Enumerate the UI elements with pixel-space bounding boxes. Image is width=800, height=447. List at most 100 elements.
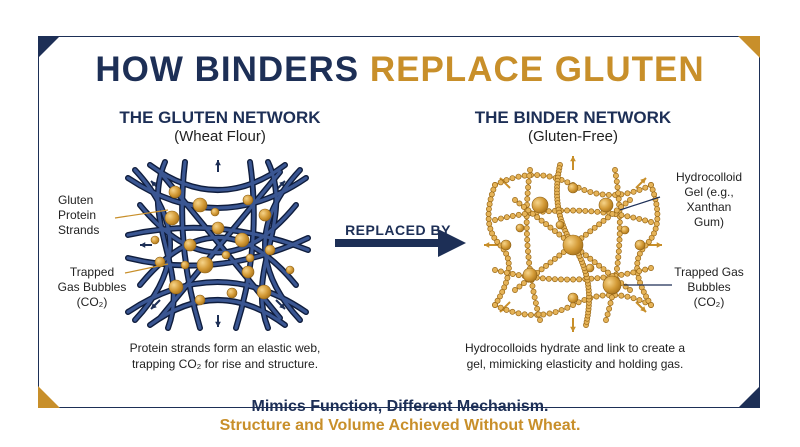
hydrocolloid-bead: [487, 196, 494, 203]
hydrocolloid-bead: [497, 268, 504, 275]
hydrocolloid-bead: [591, 224, 598, 231]
hydrocolloid-bead: [570, 276, 577, 283]
hydrocolloid-bead: [570, 207, 577, 214]
hydrocolloid-bead: [538, 266, 545, 273]
hydrocolloid-bead: [545, 208, 552, 215]
hydrocolloid-bead: [485, 206, 492, 212]
hydrocolloid-bead: [616, 242, 623, 249]
hydrocolloid-bead: [521, 311, 528, 318]
hydrocolloid-bead: [593, 190, 600, 197]
leader-line-bubbles: [124, 263, 169, 274]
hydrocolloid-bead: [509, 308, 516, 315]
hydrocolloid-bead: [604, 269, 611, 276]
hydrocolloid-bead: [525, 248, 531, 255]
hydrocolloid-bead: [636, 215, 643, 222]
hydrocolloid-bead: [596, 262, 603, 269]
hydrocolloid-bead: [520, 203, 527, 210]
gluten-protein-strand: [126, 236, 310, 268]
expand-arrowhead-icon: [484, 242, 490, 248]
hydrocolloid-bead: [600, 217, 607, 224]
gluten-strands-label: Gluten Protein Strands: [58, 193, 100, 237]
hydrocolloid-bead: [654, 216, 661, 222]
hydrocolloid-bead: [515, 173, 522, 180]
hydrocolloid-bead: [603, 317, 609, 323]
page-title: HOW BINDERS REPLACE GLUTEN: [0, 50, 800, 90]
hydrocolloid-bead: [635, 275, 642, 281]
hydrocolloid-bead: [591, 259, 598, 266]
hydrocolloid-bead: [532, 300, 539, 306]
hydrocolloid-bead: [599, 292, 606, 299]
hydrocolloid-bead: [537, 317, 543, 323]
hydrocolloid-bead: [486, 220, 493, 227]
hydrocolloid-bead: [587, 255, 594, 262]
hydrocolloid-bead: [526, 259, 533, 266]
hydrocolloid-bead: [534, 172, 541, 178]
gluten-network-heading: THE GLUTEN NETWORK: [119, 108, 321, 127]
trapped-gas-bubble: [180, 260, 190, 270]
trapped-gas-bubble: [620, 225, 630, 235]
leader-line-strands: [114, 209, 169, 219]
hydrocolloid-bead: [551, 256, 558, 262]
trapped-gas-bubble: [196, 256, 214, 274]
hydrocolloid-bead: [552, 309, 559, 315]
hydrocolloid-bead: [614, 184, 621, 191]
gluten-protein-strand: [138, 203, 298, 254]
hydrocolloid-bead: [608, 294, 615, 301]
hydrocolloid-bead: [526, 172, 533, 179]
hydrocolloid-bead: [606, 305, 613, 312]
hydrocolloid-bead: [612, 172, 619, 179]
hydrocolloid-bead: [616, 230, 623, 237]
hydrocolloid-bead: [587, 228, 594, 235]
hydrocolloid-bead: [547, 259, 554, 266]
hydrocolloid-bead: [648, 234, 655, 241]
footer-line-1: Mimics Function, Different Mechanism.: [251, 398, 549, 415]
hydrocolloid-bead: [540, 172, 547, 179]
trapped-gas-bubble: [150, 235, 160, 245]
hydrocolloid-bead: [534, 214, 541, 221]
hydrocolloid-bead: [636, 268, 643, 275]
hydrocolloid-bead: [600, 274, 607, 281]
hydrocolloid-bead: [525, 184, 532, 191]
expand-arrowhead-icon: [151, 181, 157, 187]
hydrocolloid-bead: [654, 211, 661, 217]
hydrocolloid-bead: [636, 186, 643, 193]
hydrocolloid-bead: [494, 297, 501, 304]
hydrocolloid-bead: [618, 292, 625, 299]
trapped-gas-bubble: [258, 208, 272, 222]
hydrocolloid-bead: [609, 210, 616, 217]
hydrocolloid-bead: [556, 252, 563, 259]
hydrocolloid-bead: [618, 271, 625, 278]
binder-bubbles-label: Trapped Gas Bubbles (CO₂): [674, 265, 744, 309]
hydrocolloid-bead: [605, 192, 612, 198]
hydrocolloid-bead: [509, 213, 516, 219]
hydrocolloid-bead: [653, 220, 660, 227]
hydrocolloid-bead: [509, 175, 516, 182]
hydrocolloid-bead: [503, 269, 510, 276]
hydrocolloid-bead: [613, 178, 620, 185]
expand-arrowhead-icon: [640, 306, 646, 312]
trapped-gas-bubble: [500, 239, 512, 251]
hydrocolloid-bead: [524, 190, 531, 197]
hydrocolloid-bead: [503, 214, 510, 221]
trapped-gas-bubble: [164, 210, 180, 226]
hydrocolloid-bead: [524, 196, 531, 202]
hydrocolloid-bead: [642, 217, 649, 224]
hydrocolloid-bead: [524, 236, 531, 243]
hydrocolloid-bead: [654, 206, 661, 212]
leader-line-gel: [619, 196, 661, 211]
hydrocolloid-bead: [613, 207, 620, 214]
hydrocolloid-bead: [543, 262, 549, 269]
trapped-gas-bubble: [183, 238, 197, 252]
trapped-gas-bubble: [567, 292, 579, 304]
expand-arrowhead-icon: [640, 178, 646, 184]
hydrocolloid-bead: [546, 310, 553, 317]
hydrocolloid-bead: [546, 173, 553, 180]
hydrocolloid-bead: [523, 225, 530, 232]
trapped-gas-bubble: [168, 185, 182, 199]
hydrocolloid-bead: [614, 265, 620, 272]
hydrocolloid-bead: [594, 275, 601, 282]
corner-accent-top-left: [38, 36, 60, 58]
hydrocolloid-bead: [612, 167, 618, 173]
hydrocolloid-bead: [624, 213, 631, 220]
hydrocolloid-bead: [527, 311, 534, 318]
